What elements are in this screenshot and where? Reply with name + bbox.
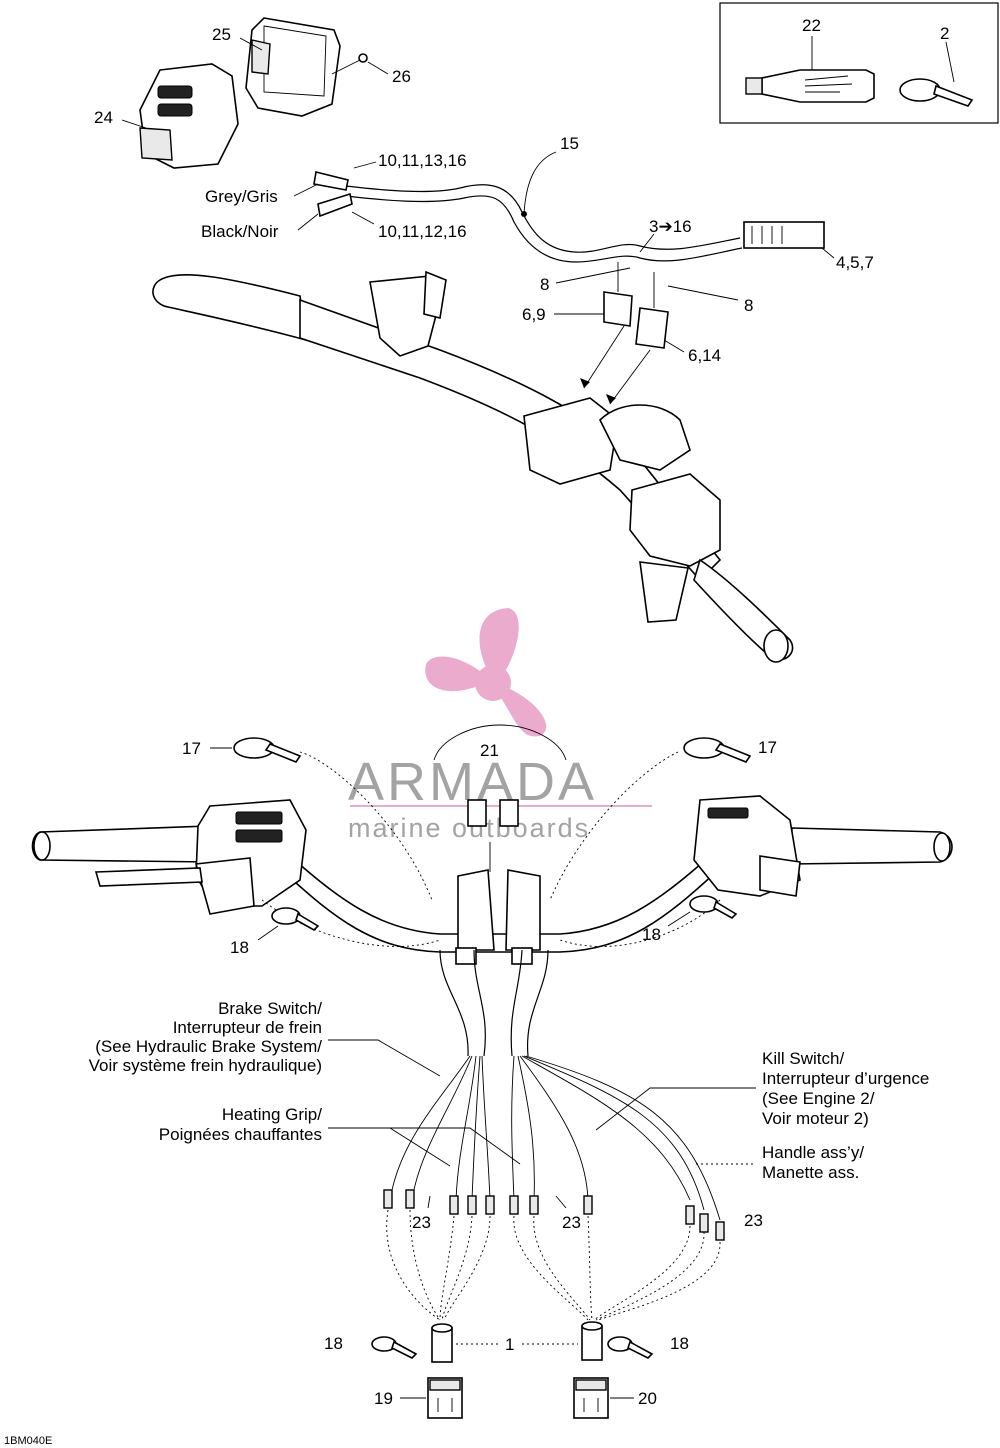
connector-sleeve-left [431,1323,453,1363]
kill-switch-line-2: Interrupteur d’urgence [762,1069,929,1088]
handle-assy-line-1: Handle ass’y/ [762,1143,864,1162]
callout-22: 22 [802,16,821,35]
wire-harness-top [313,171,825,349]
callout-26: 26 [392,67,411,86]
brake-switch-line-2: Interrupteur de frein [173,1018,322,1037]
brake-switch-line-3: (See Hydraulic Brake System/ [95,1037,322,1056]
label-black-noir: Black/Noir [201,222,279,241]
callout-wire-black-nums: 10,11,12,16 [378,222,467,241]
annotation-kill-switch: Kill Switch/ Interrupteur d’urgence (See… [595,1049,929,1131]
propeller-logo [425,608,547,737]
callout-23-middle: 23 [562,1213,581,1232]
kill-switch-line-4: Voir moteur 2) [762,1109,869,1128]
brake-switch-line-4: Voir système frein hydraulique) [89,1056,322,1075]
tie-wrap-18-left [271,907,320,931]
callout-3-16: 3➔16 [649,217,692,236]
callout-19: 19 [374,1389,393,1408]
annotation-handle-assy: Handle ass’y/ Manette ass. [696,1143,864,1182]
callout-17-left: 17 [182,739,201,758]
callout-8-left: 8 [540,275,549,294]
tie-wrap-part [899,78,974,107]
handlebar-assembly-angled [152,270,794,663]
annotation-heating-grip: Heating Grip/ Poignées chauffantes [159,1105,521,1167]
wire-bundles-lower [383,949,725,1321]
callout-wire-grey-nums: 10,11,13,16 [378,151,467,170]
tie-wrap-18-right [689,895,738,919]
kill-switch-line-1: Kill Switch/ [762,1049,844,1068]
figure-code: 1BM040E [4,1435,52,1447]
callout-23-left: 23 [412,1213,431,1232]
callout-25: 25 [212,25,231,44]
callout-21: 21 [480,741,499,760]
callout-23-right: 23 [744,1211,763,1230]
annotation-brake-switch: Brake Switch/ Interrupteur de frein (See… [89,999,441,1077]
tie-wrap-17-right [683,737,752,763]
callout-18-bottom-right: 18 [670,1334,689,1353]
callout-20: 20 [638,1389,657,1408]
label-grey-gris: Grey/Gris [205,187,278,206]
throttle-housing-exploded [139,17,368,169]
callout-24: 24 [94,108,113,127]
callout-1: 1 [505,1335,514,1354]
callout-6-9: 6,9 [522,305,546,324]
detail-circle-21 [433,724,567,872]
tie-wrap-17-left [233,737,302,763]
tie-wrap-18-bottom-right [607,1336,654,1359]
callout-2: 2 [940,24,949,43]
callout-15: 15 [560,134,579,153]
connector-20 [573,1377,609,1419]
handle-assy-line-2: Manette ass. [762,1163,859,1182]
callout-8-right: 8 [744,296,753,315]
adhesive-tube-part [745,69,875,103]
inset-box: 22 2 [719,2,999,124]
brake-switch-line-1: Brake Switch/ [218,999,322,1018]
callout-18-right: 18 [642,925,661,944]
tie-wrap-18-bottom-left [371,1336,418,1359]
callout-18-bottom-left: 18 [324,1334,343,1353]
heating-grip-line-2: Poignées chauffantes [159,1125,322,1144]
connector-sleeve-right [581,1321,603,1361]
heating-grip-line-1: Heating Grip/ [222,1105,322,1124]
handlebar-front-view [31,795,953,965]
connector-19 [427,1377,463,1419]
callout-6-14: 6,14 [688,346,721,365]
callout-18-left: 18 [230,938,249,957]
kill-switch-line-3: (See Engine 2/ [762,1089,875,1108]
callout-17-right: 17 [758,738,777,757]
callout-4-5-7: 4,5,7 [836,253,874,272]
